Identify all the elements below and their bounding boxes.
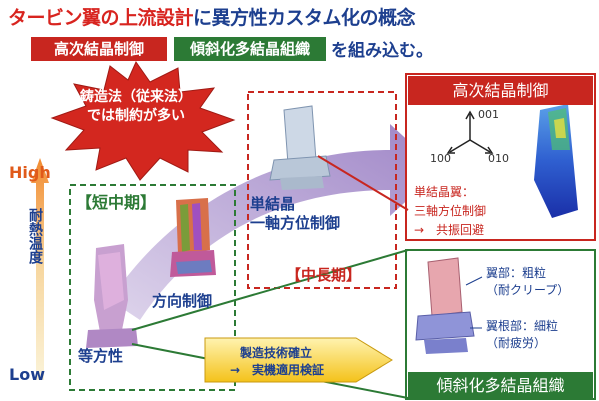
single-crystal-description: 単結晶翼： 三軸方位制御 → 共振回避	[414, 183, 486, 240]
single-crystal-label: 単結晶 一軸方位制御	[250, 195, 340, 233]
root-line-2: （耐疲労）	[486, 336, 547, 350]
short-term-box	[69, 184, 236, 391]
isotropic-label: 等方性	[78, 347, 124, 365]
manufacturing-text: 製造技術確立 → 実機適用検証	[230, 345, 324, 379]
constraint-starburst	[50, 60, 236, 181]
wing-description: 翼部：粗粒 （耐クリープ）	[486, 265, 569, 299]
temperature-arrow	[31, 158, 49, 380]
axis-100-label: 100	[430, 152, 451, 165]
isotropic-blade-image	[86, 244, 138, 348]
sc-desc-line-3: → 共振回避	[414, 223, 485, 237]
title-part-1: タービン翼の上流設計	[8, 7, 194, 29]
starburst-text: 鋳造法（従来法） では制約が多い	[48, 88, 224, 126]
single-crystal-line-1: 単結晶	[250, 195, 296, 213]
axis-001-label: 001	[478, 108, 499, 121]
short-term-label: 【短中期】	[76, 193, 157, 212]
sc-desc-line-2: 三軸方位制御	[414, 204, 487, 218]
mid-long-term-box	[247, 91, 397, 289]
progress-arrow	[110, 124, 440, 320]
root-line-1: 翼根部：細粒	[486, 319, 559, 333]
badge-high-order-crystal: 高次結晶制御	[31, 37, 167, 61]
wing-line-2: （耐クリープ）	[486, 283, 570, 297]
graded-blade-image	[415, 257, 475, 354]
pointer-line-top	[317, 155, 409, 211]
axis-vertical-label: 耐熱温度	[27, 208, 43, 264]
axis-010-label: 010	[488, 152, 509, 165]
axis-low-label: Low	[9, 365, 45, 384]
fem-blade-image	[534, 104, 578, 218]
directional-label: 方向制御	[152, 292, 213, 310]
high-order-crystal-header: 高次結晶制御	[408, 76, 593, 105]
manufacturing-arrow	[204, 337, 393, 383]
crystal-axis-triad	[446, 110, 494, 154]
starburst-line-2: では制約が多い	[87, 108, 185, 124]
single-crystal-blade-image	[269, 105, 331, 190]
manufacturing-line-1: 製造技術確立	[240, 346, 313, 360]
pointer-line-bottom-1	[131, 249, 409, 331]
badge-graded-polycrystal: 傾斜化多結晶組織	[174, 37, 326, 61]
root-description: 翼根部：細粒 （耐疲労）	[486, 318, 558, 352]
starburst-line-1: 鋳造法（従来法）	[80, 89, 192, 105]
directional-blade-image	[170, 198, 216, 277]
sc-desc-line-1: 単結晶翼：	[414, 185, 475, 199]
manufacturing-line-2: → 実機適用検証	[230, 363, 325, 377]
page-title: タービン翼の上流設計に異方性カスタム化の概念	[8, 3, 416, 30]
single-crystal-line-2: 一軸方位制御	[250, 214, 341, 232]
axis-high-label: High	[9, 163, 51, 182]
wing-line-1: 翼部：粗粒	[486, 266, 547, 280]
title-part-2: に異方性カスタム化の概念	[193, 7, 416, 29]
graded-polycrystal-footer: 傾斜化多結晶組織	[408, 372, 593, 399]
badge-suffix: を組み込む。	[331, 41, 433, 61]
mid-long-term-label: 【中長期】	[286, 266, 362, 284]
